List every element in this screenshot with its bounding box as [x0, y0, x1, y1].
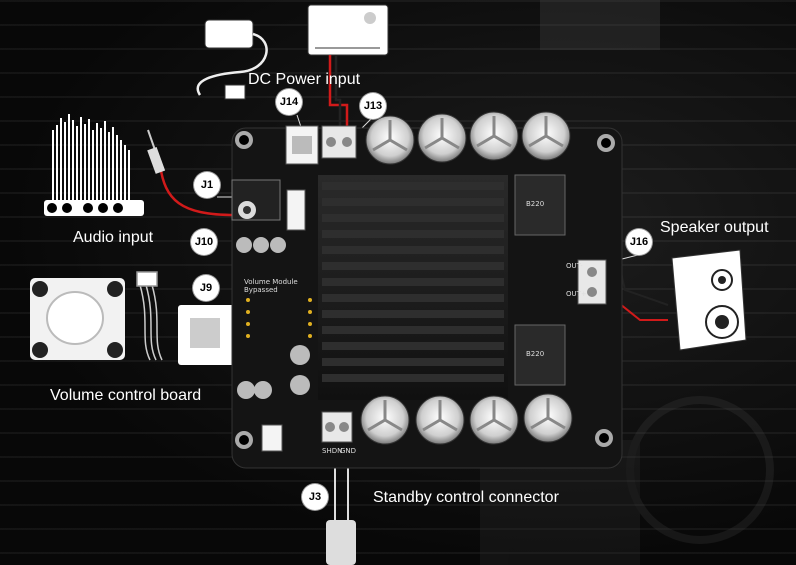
- out-minus-label: OUT-: [566, 262, 583, 270]
- connector-j14-marker: J14: [276, 89, 302, 115]
- heatsink: [318, 175, 508, 400]
- audio-spectrum-icon: [44, 114, 144, 216]
- volume-module-bypassed-text: Volume Module Bypassed: [244, 278, 298, 294]
- speaker-icon: [671, 249, 747, 351]
- headers: [261, 189, 306, 452]
- bottom-capacitors: [360, 393, 573, 445]
- inductor-mark-top: B220: [526, 200, 545, 208]
- power-terminal: [321, 125, 357, 159]
- connector-j1-marker: J1: [194, 172, 220, 198]
- dc-barrel-jack: [285, 125, 319, 165]
- speaker-terminal: [577, 259, 607, 305]
- inductors: [514, 174, 566, 386]
- pin-headers: [246, 298, 312, 338]
- connector-j16-marker: J16: [626, 229, 652, 255]
- audio-jack-icon: [147, 129, 166, 174]
- speaker-output-label: Speaker output: [660, 219, 769, 236]
- connector-j3-marker: J3: [302, 484, 328, 510]
- rca-jack: [231, 179, 281, 221]
- small-capacitors: [236, 237, 310, 399]
- ribbon-cable-icon: [136, 271, 163, 361]
- connector-j10-marker: J10: [191, 229, 217, 255]
- audio-input-label: Audio input: [73, 229, 154, 246]
- standby-plug-icon: [326, 520, 356, 565]
- standby-control-connector-label: Standby control connector: [373, 489, 559, 506]
- out-plus-label: OUT+: [566, 290, 587, 298]
- power-adapter-icon: [196, 4, 389, 100]
- top-capacitors: [365, 111, 571, 165]
- shdn-label: SHDN: [322, 447, 343, 455]
- audio-control-icons: [47, 203, 123, 213]
- connector-j13-marker: J13: [360, 93, 386, 119]
- dc-power-input-label: DC Power input: [248, 71, 361, 88]
- volume-control-board-label: Volume control board: [50, 387, 202, 404]
- gnd-label: GND: [340, 447, 357, 455]
- volume-board-icon: [30, 278, 125, 360]
- connector-j9-marker: J9: [193, 275, 219, 301]
- small-module-board-icon: [178, 305, 236, 365]
- inductor-mark-bottom: B220: [526, 350, 545, 358]
- standby-terminal: [321, 411, 353, 443]
